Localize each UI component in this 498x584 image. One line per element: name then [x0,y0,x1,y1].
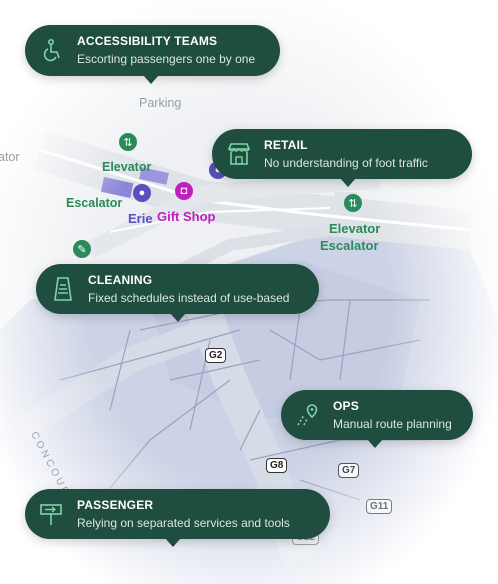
partial-elevator-label: ator [0,150,20,164]
elevator-right-marker-icon[interactable]: ⇅ [344,194,362,212]
callout-title: RETAIL [264,137,308,152]
callout-pointer [165,538,181,547]
storefront-icon [227,143,251,165]
parking-label: Parking [139,96,182,110]
elevator-marker-icon[interactable]: ⇅ [119,133,137,151]
callout-description: Fixed schedules instead of use-based [88,290,290,305]
callout-description: No understanding of foot traffic [264,155,428,170]
person-marker-icon[interactable]: ● [133,184,151,202]
wheelchair-icon [43,38,60,61]
elevator-left-label: Elevator [102,160,152,174]
callout-pointer [170,313,186,322]
callout-title: OPS [333,398,359,413]
erie-label: Erie [128,211,153,226]
gate-badge[interactable]: G7 [338,463,360,478]
signpost-icon [40,504,62,525]
shopping-bag-icon[interactable]: ◘ [175,182,193,200]
callout-title: CLEANING [88,272,153,287]
callout-retail: RETAIL No understanding of foot traffic [212,129,472,187]
callout-pointer [143,75,159,84]
callout-pointer [367,439,383,448]
callout-passenger: PASSENGER Relying on separated services … [25,489,330,547]
callout-title: PASSENGER [77,497,154,512]
callout-description: Relying on separated services and tools [77,515,290,530]
wet-floor-sign-icon [54,277,72,301]
elevator-right-label: Elevator [329,221,381,236]
escalator-right-label: Escalator [320,238,379,253]
tool-marker-icon[interactable]: ✎ [73,240,91,258]
callout-ops: OPS Manual route planning [281,390,473,448]
callout-description: Manual route planning [333,416,452,431]
callout-pointer [340,178,356,187]
route-pin-icon [297,404,318,426]
escalator-left-label: Escalator [66,196,123,210]
gift-shop-label: Gift Shop [157,209,216,224]
gate-badge[interactable]: G11 [366,499,393,514]
callout-accessibility-teams: ACCESSIBILITY TEAMS Escorting passengers… [25,25,280,84]
callout-title: ACCESSIBILITY TEAMS [77,34,218,48]
gate-badge[interactable]: G2 [205,348,227,363]
callout-description: Escorting passengers one by one [77,52,256,66]
callout-cleaning: CLEANING Fixed schedules instead of use-… [36,264,319,322]
gate-badge[interactable]: G8 [266,458,288,473]
